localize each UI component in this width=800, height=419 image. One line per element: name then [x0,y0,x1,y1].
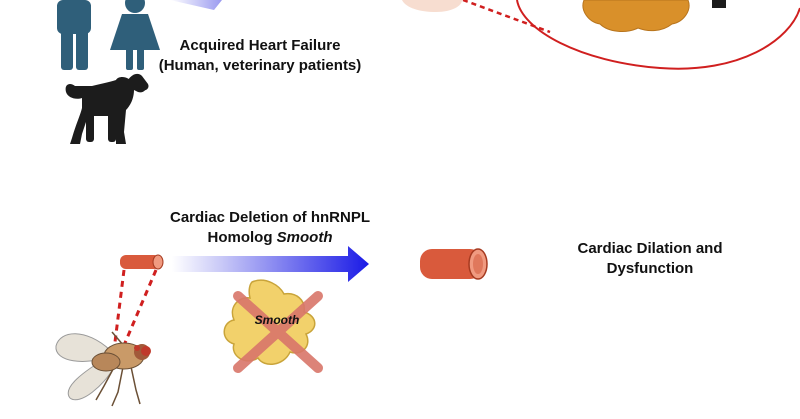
fly-icon [55,331,151,407]
acquired-title: Acquired Heart Failure [179,37,341,54]
acquired-subtitle: (Human, veterinary patients) [158,57,362,74]
dilation-line-2: Dysfunction [606,260,694,277]
knockout-cross-icon [233,291,323,373]
dilation-line-1: Cardiac Dilation and [577,240,723,257]
smooth-protein-label: Smooth [254,313,300,327]
cardiac-dilation-label: Cardiac Dilation and Dysfunction [555,239,745,279]
dog-icon [65,73,149,144]
deletion-prefix: Homolog [207,229,277,246]
black-marker-fragment [712,0,726,8]
protein-fragment-icon [582,0,690,32]
dilated-heart-tube-icon [420,248,488,280]
fly-zoom-dashed-lines [112,269,158,351]
deletion-italic: Smooth [276,229,333,246]
upstream-arrow-fragment [170,0,222,10]
cardiac-deletion-label: Cardiac Deletion of hnRNPL Homolog Smoot… [150,208,390,248]
magnify-circle [516,0,800,70]
female-figure-icon [110,0,160,70]
zoom-dashed-line [462,0,551,34]
deletion-line-1: Cardiac Deletion of hnRNPL [169,209,371,226]
deletion-line-2: Homolog Smooth [150,228,390,248]
male-figure-icon [57,0,91,70]
fly-heart-tube-icon [120,254,164,270]
skin-fragment-icon [402,0,462,12]
acquired-heart-failure-label: Acquired Heart Failure (Human, veterinar… [130,36,390,76]
process-arrow-icon [172,246,369,282]
